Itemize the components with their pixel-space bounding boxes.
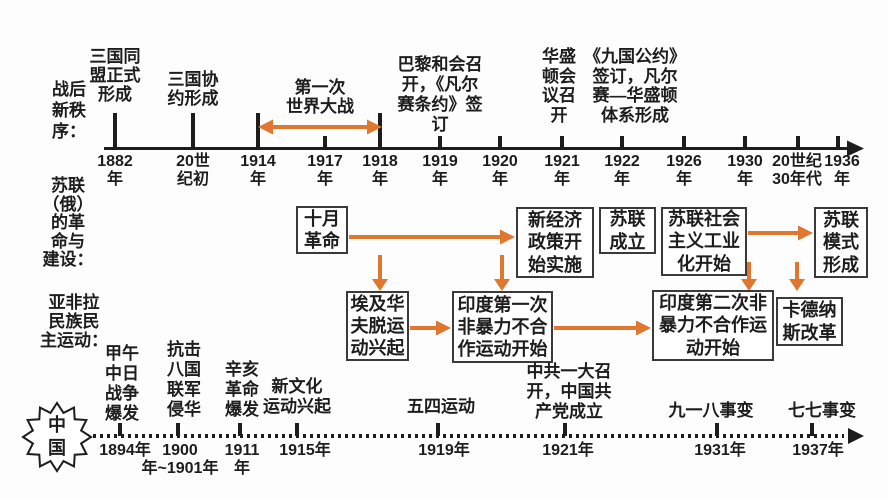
china-tick: [436, 423, 440, 436]
world-tick: [256, 113, 260, 150]
china-event-xinhai-revolution: 辛亥 革命 爆发: [225, 360, 259, 419]
china-year-label: 1911 年: [224, 442, 260, 477]
world-year-label: 20世 纪初: [176, 153, 210, 188]
world-year-label: 1920 年: [482, 153, 518, 188]
event-washington-conference: 华盛 顿会 议召 开: [542, 47, 576, 125]
box-soviet-model: 苏联 模式 形成: [814, 207, 868, 278]
china-tick: [176, 423, 180, 436]
arrow-down-to-india1: [494, 255, 510, 291]
world-tick: [113, 113, 117, 150]
china-tick: [715, 423, 719, 436]
china-tick: [810, 423, 814, 436]
china-year-label: 1919年: [418, 442, 470, 459]
arrow-down-to-egypt: [372, 255, 388, 291]
ww1-span-arrow: [258, 119, 382, 135]
china-event-ccp-founding: 中共一大召 开，中国共 产党成立: [526, 362, 612, 421]
world-year-label: 1926 年: [666, 153, 702, 188]
world-year-label: 1919 年: [422, 153, 458, 188]
world-tick: [620, 136, 624, 150]
arrow-egypt-to-india1: [410, 320, 451, 336]
world-tick: [191, 113, 195, 150]
arrow-industrialization-to-model: [748, 225, 813, 241]
china-year-label: 1921年: [542, 442, 594, 459]
world-year-label: 1921 年: [544, 153, 580, 188]
china-event-new-culture: 新文化 运动兴起: [263, 377, 331, 416]
china-axis-dotted-line: [86, 434, 844, 438]
box-new-economic-policy: 新经济 政策开 始实施: [516, 207, 594, 278]
china-event-may-fourth: 五四运动: [407, 397, 475, 416]
world-tick: [438, 136, 442, 150]
world-tick: [682, 136, 686, 150]
china-tick: [563, 423, 567, 436]
world-tick: [323, 136, 327, 150]
box-cardenas-reform: 卡德纳 斯改革: [776, 297, 843, 346]
event-triple-alliance: 三国同 盟正式 形成: [89, 47, 141, 104]
event-nine-power-treaty: 《九国公约》 签订，凡尔 赛—华盛顿 体系形成: [584, 47, 686, 125]
world-year-label: 1936 年: [824, 153, 860, 188]
china-year-label: 1915年: [279, 442, 331, 459]
world-year-label: 1918 年: [362, 153, 398, 188]
china-tick: [295, 423, 299, 436]
event-paris-conference: 巴黎和会召 开，《凡尔 赛条约》签 订: [397, 55, 483, 134]
world-tick: [836, 136, 840, 150]
box-october-revolution: 十月 革命: [296, 206, 348, 254]
world-year-label: 1882 年: [97, 153, 133, 188]
world-axis-line: [104, 147, 848, 150]
china-event-eight-nation: 抗击 八国 联军 侵华: [167, 340, 201, 419]
box-socialist-industrialization: 苏联社会 主义工业 化开始: [661, 207, 747, 276]
arrow-india1-to-india2: [554, 320, 651, 336]
world-year-label: 20世纪 30年代: [772, 153, 822, 188]
world-year-label: 1914 年: [240, 153, 276, 188]
china-event-september-18: 九一八事变: [668, 401, 754, 420]
china-event-jiawu-war: 甲午 中日 战争 爆发: [105, 344, 139, 423]
world-year-label: 1922 年: [604, 153, 640, 188]
event-triple-entente: 三国协 约形成: [167, 70, 219, 108]
row-label-soviet-revolution: 苏联 （俄） 的革 命与 建设：: [42, 176, 94, 269]
china-event-july-7: 七七事变: [788, 401, 856, 420]
china-year-label: 1900 年~1901年: [141, 442, 219, 477]
china-year-label: 1937年: [792, 442, 844, 459]
china-axis-arrowhead: [848, 428, 864, 444]
event-ww1: 第一次 世界大战: [286, 78, 354, 116]
world-tick: [796, 136, 800, 150]
box-ussr-founded: 苏联 成立: [599, 207, 656, 254]
world-tick: [498, 136, 502, 150]
world-tick: [560, 136, 564, 150]
china-tick: [238, 423, 242, 436]
china-year-label: 1931年: [694, 442, 746, 459]
china-year-label: 1894年: [99, 442, 151, 459]
box-egypt-wafd: 埃及华 夫脱运 动兴起: [346, 291, 409, 361]
world-tick: [378, 113, 382, 150]
china-tick: [118, 423, 122, 436]
arrow-down-to-cardenas: [789, 262, 805, 291]
world-year-label: 1930 年: [727, 153, 763, 188]
world-year-label: 1917 年: [307, 153, 343, 188]
world-tick: [743, 136, 747, 150]
box-india-noncooperation-2: 印度第二次非 暴力不合作运 动开始: [652, 290, 774, 361]
box-india-noncooperation-1: 印度第一次 非暴力不合 作运动开始: [452, 291, 553, 363]
arrow-october-to-nep: [349, 229, 515, 245]
china-starburst-label: 中 国: [48, 415, 66, 458]
row-label-postwar-order: 战后 新秩 序：: [52, 80, 86, 141]
row-label-afroasia-movement: 亚非拉 民族民 主运动：: [40, 293, 108, 350]
